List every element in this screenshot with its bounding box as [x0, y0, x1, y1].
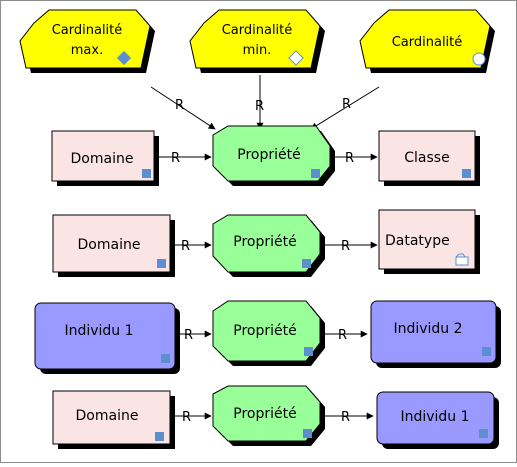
- row1-property-label: Propriété: [237, 147, 300, 163]
- marker-icon: [303, 429, 312, 438]
- relation-label: R: [345, 151, 354, 166]
- marker-icon: [462, 169, 471, 178]
- row4-individual1-node[interactable]: Individu 1: [376, 391, 499, 449]
- row1-domain-label: Domaine: [71, 151, 134, 167]
- cardinality-node[interactable]: Cardinalité: [359, 9, 495, 73]
- marker-icon: [472, 52, 486, 66]
- row4-domain-label: Domaine: [76, 408, 139, 424]
- row4-individual1-label: Individu 1: [400, 409, 469, 425]
- row3-individual2-node[interactable]: Individu 2: [370, 300, 501, 368]
- marker-icon: [311, 169, 320, 178]
- row1-class-node[interactable]: Classe: [378, 130, 480, 186]
- row3-individual1-node[interactable]: Individu 1: [34, 302, 180, 374]
- edge-card-to-property: [310, 86, 380, 130]
- marker-icon: [302, 259, 311, 268]
- row3-property-node[interactable]: Propriété: [212, 300, 325, 366]
- row1-domain-node[interactable]: Domaine: [51, 130, 159, 186]
- row4-domain-node[interactable]: Domaine: [52, 390, 175, 449]
- row1-class-label: Classe: [404, 150, 449, 166]
- marker-icon: [304, 347, 313, 356]
- relation-label: R: [171, 151, 180, 166]
- relation-label: R: [182, 410, 191, 425]
- relation-label: R: [341, 410, 350, 425]
- relation-label: R: [341, 239, 350, 254]
- marker-icon: [142, 169, 151, 178]
- relation-label: R: [184, 328, 193, 343]
- cardinality-min-label-2: min.: [243, 43, 272, 58]
- row3-property-label: Propriété: [233, 323, 296, 339]
- relation-label: R: [342, 97, 351, 112]
- marker-icon: [479, 429, 488, 438]
- row2-property-node[interactable]: Propriété: [212, 214, 325, 277]
- relation-label: R: [175, 98, 184, 113]
- cardinality-max-node[interactable]: Cardinalité max.: [19, 9, 155, 73]
- marker-icon: [157, 259, 166, 268]
- cardinality-max-label-2: max.: [71, 43, 103, 58]
- row3-individual2-label: Individu 2: [393, 321, 462, 337]
- marker-icon: [161, 354, 170, 363]
- edge-card-max-to-property: [150, 86, 216, 130]
- row2-domain-node[interactable]: Domaine: [52, 214, 175, 277]
- cardinality-min-node[interactable]: Cardinalité min.: [189, 9, 325, 73]
- cardinality-max-label-1: Cardinalité: [52, 23, 123, 38]
- marker-icon: [288, 50, 304, 66]
- row2-domain-label: Domaine: [78, 237, 141, 253]
- relation-label: R: [255, 99, 264, 114]
- row3-individual1-label: Individu 1: [64, 323, 133, 339]
- relation-label: R: [181, 239, 190, 254]
- row1-property-node[interactable]: Propriété: [212, 125, 335, 186]
- row4-property-label: Propriété: [233, 406, 296, 422]
- marker-icon: [155, 432, 164, 441]
- marker-icon: [482, 347, 491, 356]
- cardinality-label: Cardinalité: [392, 35, 463, 50]
- row2-datatype-label: Datatype: [385, 233, 450, 249]
- cardinality-min-label-1: Cardinalité: [222, 23, 293, 38]
- folder-icon: [455, 253, 469, 266]
- row4-property-node[interactable]: Propriété: [212, 385, 325, 446]
- relation-label: R: [338, 328, 347, 343]
- row2-datatype-node[interactable]: Datatype: [378, 209, 480, 274]
- row2-property-label: Propriété: [233, 234, 296, 250]
